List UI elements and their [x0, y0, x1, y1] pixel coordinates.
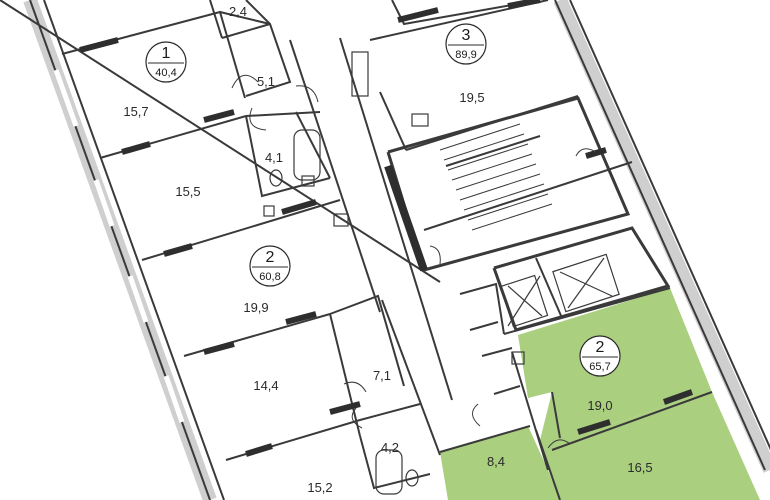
room-area-label: 15,7 — [123, 104, 148, 119]
sink-icon — [511, 351, 525, 365]
room-area-label: 7,1 — [373, 368, 391, 383]
stair-steps — [439, 123, 553, 231]
room-area-label: 19,5 — [459, 90, 484, 105]
sink-icon — [301, 175, 315, 187]
room-labels: 2,4 5,1 15,7 4,1 15,5 19,5 19,9 14,4 7,1… — [123, 4, 652, 495]
bathtub-icon — [293, 129, 321, 181]
apartment-number: 2 — [596, 339, 605, 356]
toilet-icon — [405, 469, 419, 487]
apartment-area: 89,9 — [455, 49, 476, 61]
apartment-marker[interactable]: 2 60,8 — [249, 245, 291, 287]
apartment-marker[interactable]: 2 65,7 — [579, 335, 621, 377]
apartment-marker[interactable]: 1 40,4 — [145, 41, 187, 83]
bathtub-icon — [351, 51, 369, 97]
toilet-icon — [269, 169, 283, 187]
room-area-label: 19,0 — [587, 398, 612, 413]
apartment-number: 2 — [266, 249, 275, 266]
sink-icon — [333, 213, 349, 227]
sink-icon — [263, 205, 275, 217]
bathroom-fixtures — [263, 51, 525, 495]
apartment-area: 60,8 — [259, 271, 280, 283]
room-area-label: 15,5 — [175, 184, 200, 199]
apartment-number: 1 — [162, 45, 171, 62]
apartment-marker[interactable]: 3 89,9 — [445, 23, 487, 65]
apartment-number: 3 — [462, 27, 471, 44]
room-area-label: 4,2 — [381, 440, 399, 455]
room-area-label: 15,2 — [307, 480, 332, 495]
window-segments — [79, 0, 694, 457]
apartment-area: 40,4 — [155, 67, 176, 79]
room-area-label: 19,9 — [243, 300, 268, 315]
sink-icon — [411, 113, 429, 127]
room-area-label: 5,1 — [257, 74, 275, 89]
lift-shafts — [499, 253, 620, 328]
room-area-label: 2,4 — [229, 4, 247, 19]
room-area-label: 16,5 — [627, 460, 652, 475]
door-swings — [231, 74, 597, 449]
apartment-area: 65,7 — [589, 361, 610, 373]
bathtub-icon — [375, 449, 403, 495]
room-area-label: 8,4 — [487, 454, 505, 469]
room-area-label: 4,1 — [265, 150, 283, 165]
left-windows — [53, 69, 185, 423]
room-area-label: 14,4 — [253, 378, 278, 393]
